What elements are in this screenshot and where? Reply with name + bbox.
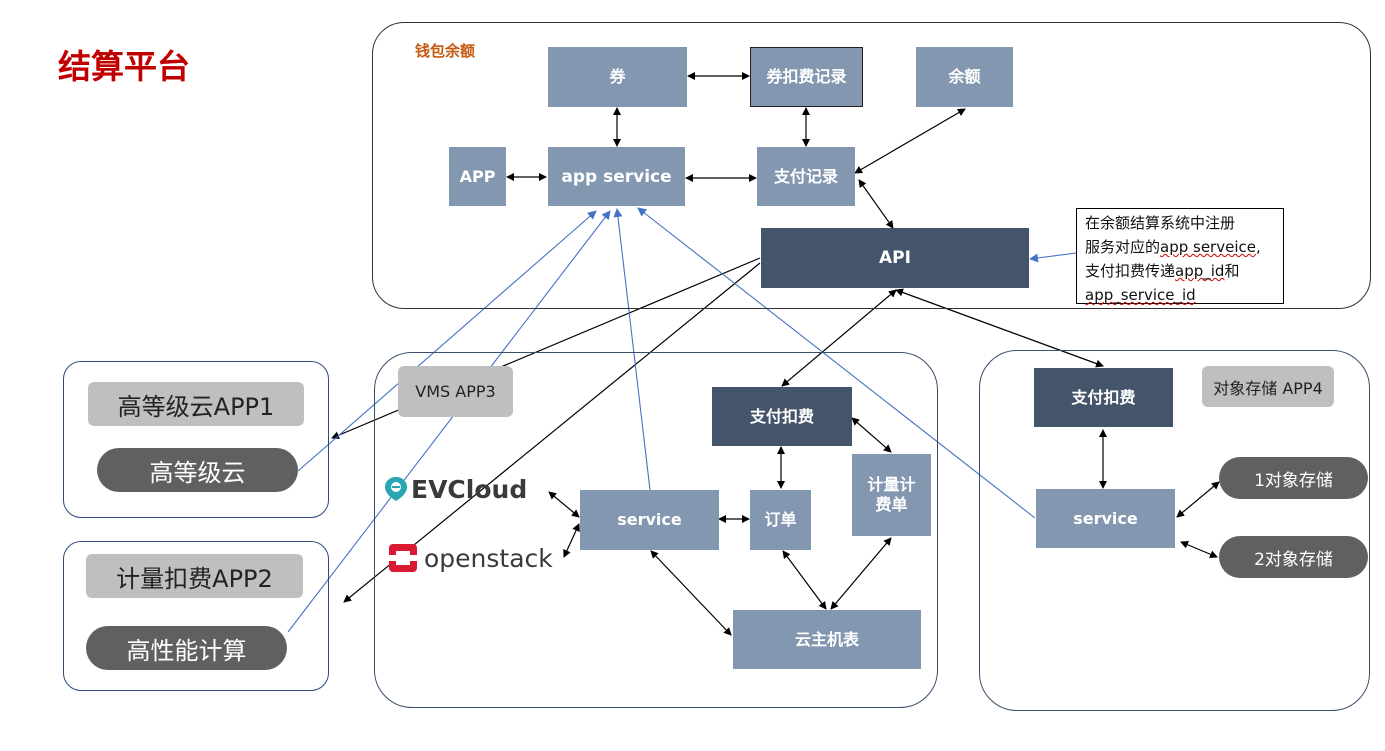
app2-panel (63, 541, 329, 691)
app3-service-box: service (580, 490, 719, 550)
host-table-box: 云主机表 (733, 610, 921, 669)
note-line-1: 在余额结算系统中注册 (1085, 214, 1236, 232)
app1-panel (63, 361, 329, 518)
api-box: API (761, 228, 1029, 288)
app1-tag: 高等级云APP1 (88, 382, 304, 426)
storage-1-pill: 1对象存储 (1219, 457, 1368, 499)
order-box: 订单 (750, 490, 811, 550)
app3-tag: VMS APP3 (398, 366, 513, 417)
app2-tag: 计量扣费APP2 (86, 554, 303, 598)
openstack-icon (388, 543, 418, 573)
app2-pill: 高性能计算 (86, 626, 287, 670)
openstack-logo: openstack (388, 541, 558, 575)
wallet-region (372, 22, 1371, 309)
coupon-record-box: 券扣费记录 (750, 47, 863, 107)
app1-pill: 高等级云 (97, 448, 298, 492)
evcloud-text: EVCloud (411, 474, 528, 504)
wallet-label: 钱包余额 (415, 42, 476, 60)
evcloud-icon (384, 476, 408, 502)
app-service-box: app service (548, 147, 685, 206)
app3-region (374, 352, 938, 708)
storage-2-pill: 2对象存储 (1219, 536, 1368, 578)
note-line-3: 支付扣费传递app_id和 (1085, 262, 1240, 280)
registration-note: 在余额结算系统中注册 服务对应的app serveice, 支付扣费传递app_… (1076, 208, 1284, 304)
metering-box: 计量计费单 (852, 454, 931, 536)
payment-record-box: 支付记录 (757, 147, 855, 206)
note-line-4: app_service_id (1085, 286, 1196, 304)
balance-box: 余额 (916, 47, 1013, 107)
coupon-box: 券 (548, 47, 687, 107)
app4-payment-box: 支付扣费 (1034, 368, 1173, 427)
app-box: APP (449, 147, 506, 206)
note-line-2: 服务对应的app serveice, (1085, 238, 1261, 256)
app3-payment-box: 支付扣费 (712, 387, 852, 446)
app4-tag: 对象存储 APP4 (1202, 366, 1334, 407)
openstack-text: openstack (424, 543, 553, 573)
evcloud-logo: EVCloud (384, 472, 549, 506)
app4-service-box: service (1036, 489, 1175, 548)
page-title: 结算平台 (58, 47, 190, 86)
app4-region (979, 350, 1370, 711)
